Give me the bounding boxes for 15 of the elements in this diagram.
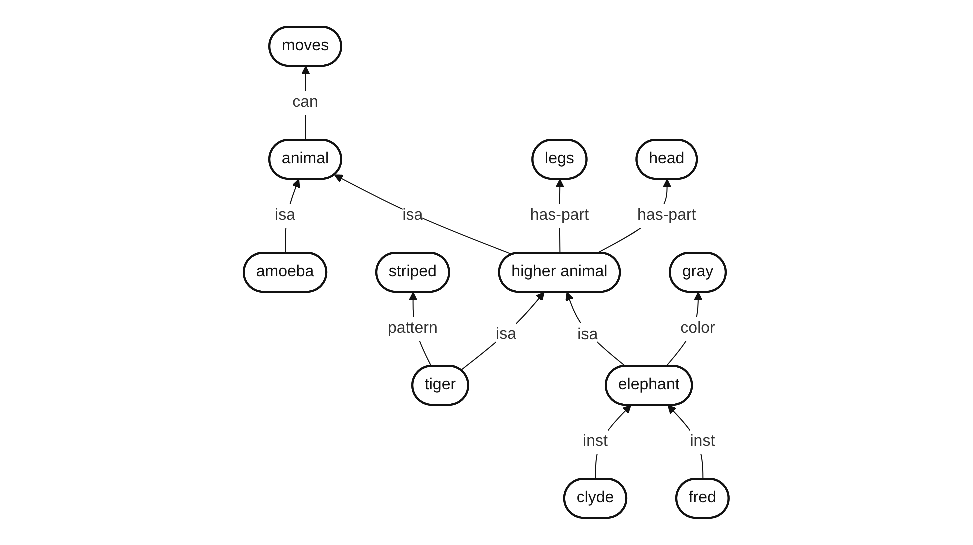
edge-label: isa — [275, 206, 296, 224]
arrow — [334, 174, 514, 256]
edge-label: color — [680, 320, 716, 337]
edge-label: isa — [578, 326, 598, 344]
edge-label: has-part — [638, 206, 696, 224]
arrow — [566, 292, 626, 367]
arrow — [285, 179, 300, 254]
edge-label: isa — [402, 206, 424, 224]
edge-label: inst — [583, 432, 608, 450]
arrow — [460, 292, 545, 371]
edge-label: isa — [496, 326, 517, 344]
edge-label: has-part — [530, 206, 590, 224]
edge-label: inst — [690, 432, 716, 450]
edge-label: pattern — [388, 320, 438, 337]
edge-label: can — [292, 94, 318, 111]
